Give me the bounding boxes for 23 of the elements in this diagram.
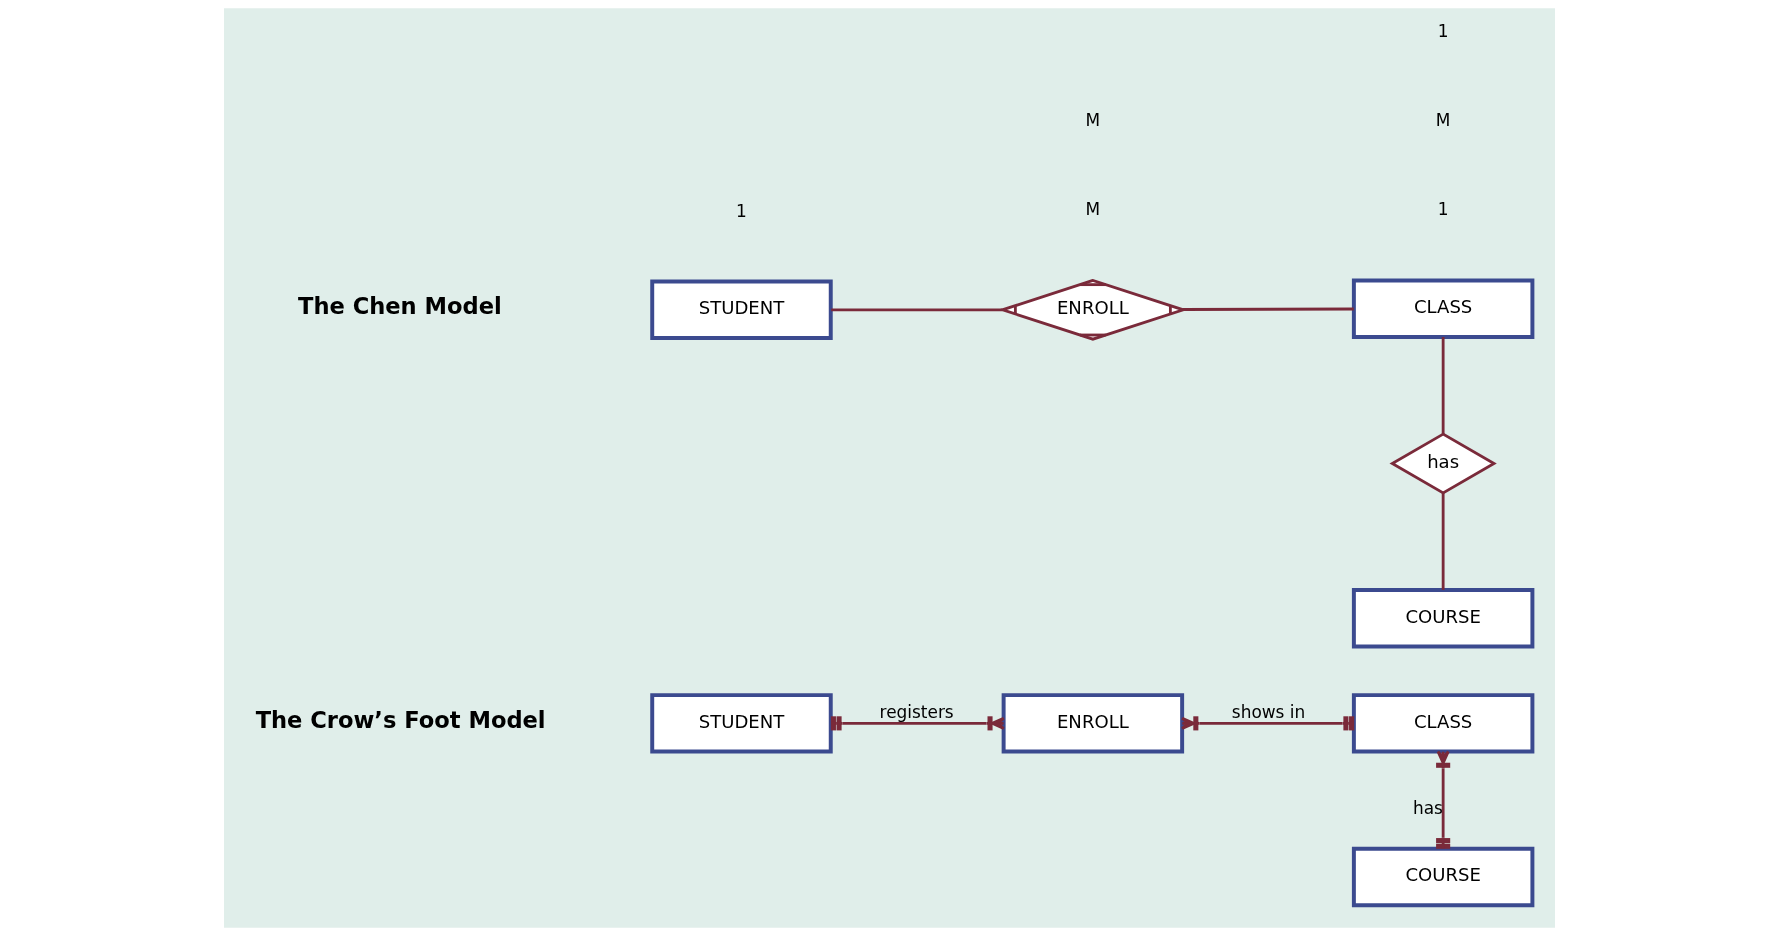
node-diamond: has — [1389, 432, 1497, 495]
node-box: COURSE — [1351, 846, 1534, 908]
node-box: CLASS — [1351, 278, 1534, 339]
label: M — [1435, 110, 1450, 131]
label: The Crow’s Foot Model — [255, 706, 546, 733]
connector — [1441, 493, 1445, 590]
connector — [1441, 337, 1445, 434]
edge-label: has — [1412, 797, 1443, 818]
node-box: STUDENT — [649, 693, 833, 754]
label: 1 — [1437, 20, 1449, 41]
label: M — [1085, 110, 1100, 131]
connector — [1182, 307, 1354, 311]
label: M — [1085, 199, 1100, 220]
label: 1 — [735, 200, 747, 221]
node-box: STUDENT — [649, 279, 833, 341]
connector — [830, 308, 1002, 312]
label: The Chen Model — [297, 293, 502, 320]
node-box: CLASS — [1351, 693, 1534, 754]
edge-label: shows in — [1231, 701, 1305, 722]
node-box: ENROLL — [1001, 693, 1184, 754]
edge-label: registers — [879, 701, 954, 722]
node-box: COURSE — [1351, 588, 1534, 649]
label: 1 — [1437, 199, 1449, 220]
